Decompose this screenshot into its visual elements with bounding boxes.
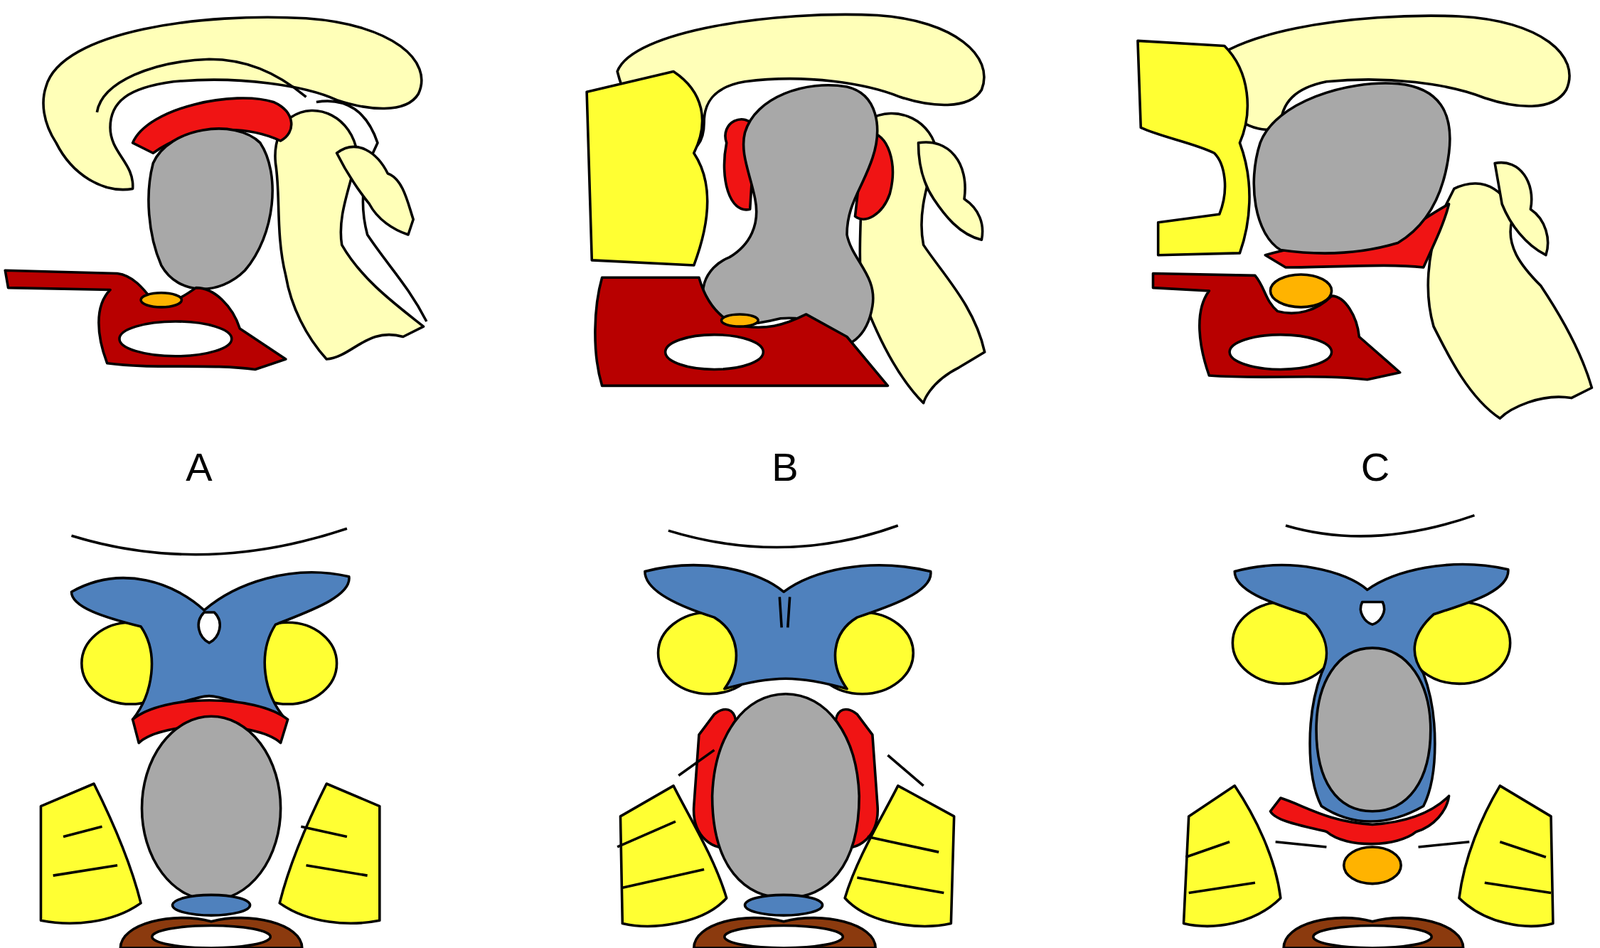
sagittal-b [586, 14, 985, 403]
sagittal-c [1137, 15, 1593, 419]
coronal-a [40, 528, 380, 948]
panel-letter: B [767, 445, 803, 489]
panel-letter: A [181, 445, 217, 489]
panel-letter: C [1356, 445, 1394, 489]
sagittal-a [4, 17, 427, 370]
coronal-b [617, 525, 955, 948]
coronal-c [1184, 515, 1554, 948]
